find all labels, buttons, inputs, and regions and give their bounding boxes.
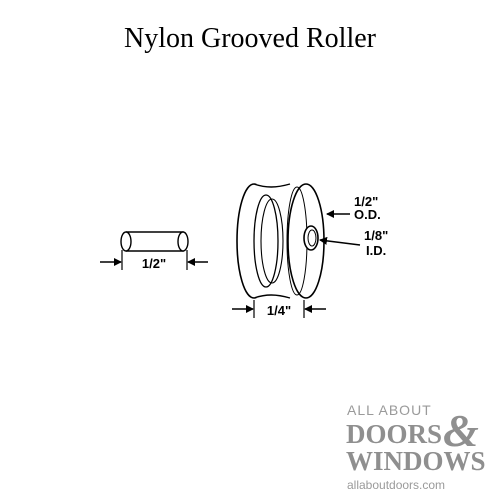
watermark-line2: DOORS	[346, 419, 442, 449]
od-abbrev-label: O.D.	[354, 207, 381, 222]
pin-length-label: 1/2"	[142, 256, 166, 271]
watermark-line1: ALL ABOUT	[347, 402, 432, 418]
roller-width-label: 1/4"	[267, 303, 291, 318]
outer-diameter-callout: 1/2" O.D.	[326, 194, 381, 222]
od-value-label: 1/2"	[354, 194, 378, 209]
id-value-label: 1/8"	[364, 228, 388, 243]
watermark-line3: WINDOWS	[346, 446, 486, 476]
watermark-ampersand: &	[443, 405, 479, 456]
pin-length-dimension: 1/2"	[100, 250, 208, 271]
id-abbrev-label: I.D.	[366, 243, 386, 258]
brand-watermark: ALL ABOUT DOORS & WINDOWS allaboutdoors.…	[346, 402, 486, 492]
inner-diameter-callout: 1/8" I.D.	[319, 228, 388, 258]
page-title: Nylon Grooved Roller	[124, 23, 376, 54]
axle-pin	[120, 231, 189, 252]
roller-width-dimension: 1/4"	[232, 300, 326, 318]
watermark-url: allaboutdoors.com	[347, 478, 445, 492]
grooved-roller	[236, 183, 325, 299]
